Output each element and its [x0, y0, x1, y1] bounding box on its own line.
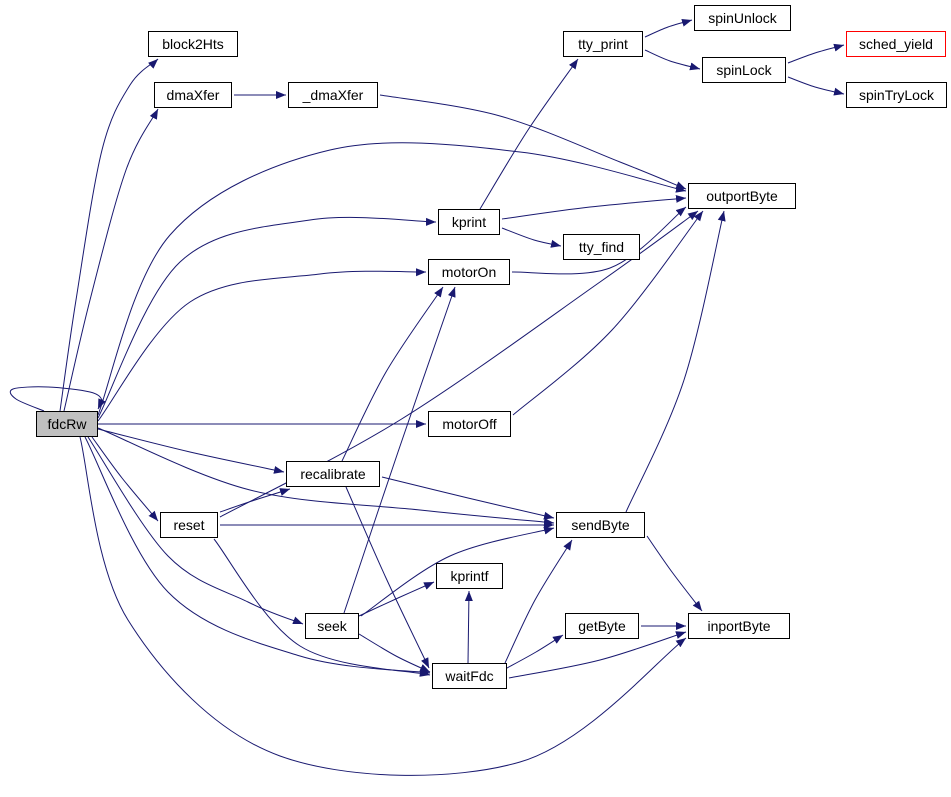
edge-reset-to-recalibrate	[219, 488, 291, 513]
edge-motorOn-to-outportByte	[511, 206, 687, 275]
node-tty_find[interactable]: tty_find	[563, 234, 640, 260]
edge-fdcRw-to-inportByte	[79, 436, 687, 776]
node-kprint[interactable]: kprint	[438, 209, 500, 235]
edge-waitFdc-to-kprintf	[464, 590, 473, 664]
node-recalibrate[interactable]: recalibrate	[286, 461, 380, 487]
edge-fdcRw-to-block2Hts	[59, 58, 159, 412]
edge-recalibrate-to-sendByte	[381, 476, 555, 520]
node-sched_yield[interactable]: sched_yield	[846, 31, 946, 57]
edge-seek-to-kprintf	[358, 581, 435, 617]
edge-fdcRw-to-recalibrate	[97, 428, 285, 474]
edge-waitFdc-to-sendByte	[504, 539, 573, 664]
edge-fdcRw-to-waitFdc	[84, 436, 431, 676]
edge-fdcRw-to-reset	[91, 436, 159, 522]
edge-fdcRw-to-sendByte	[97, 427, 555, 527]
edge-motorOff-to-outportByte	[512, 210, 704, 416]
node-motorOff[interactable]: motorOff	[428, 411, 511, 437]
node-reset[interactable]: reset	[160, 512, 218, 538]
edge-kprint-to-tty_print	[479, 58, 579, 210]
node-inportByte[interactable]: inportByte	[688, 613, 790, 639]
node-spinLock[interactable]: spinLock	[702, 57, 786, 83]
edge-fdcRw-to-kprint	[97, 216, 437, 419]
edge-sendByte-to-inportByte	[646, 535, 703, 612]
node-kprintf[interactable]: kprintf	[436, 563, 503, 589]
edge-fdcRw-to-seek	[87, 436, 304, 625]
edge-reset-to-waitFdc	[213, 538, 431, 677]
node-seek[interactable]: seek	[305, 613, 359, 639]
edge-fdcRw-to-motorOn	[97, 268, 427, 422]
edge-waitFdc-to-inportByte	[508, 631, 687, 679]
node-dmaXfer[interactable]: dmaXfer	[154, 82, 232, 108]
node-_dmaXfer[interactable]: _dmaXfer	[288, 82, 378, 108]
edge-kprint-to-tty_find	[501, 227, 562, 248]
edge-fdcRw-to-dmaXfer	[63, 108, 159, 412]
edge-tty_print-to-spinLock	[644, 49, 701, 71]
edges-group	[9, 18, 845, 776]
edge-spinLock-to-spinTryLock	[787, 76, 845, 96]
edge-fdcRw-to-outportByte	[97, 142, 687, 416]
edge-recalibrate-to-waitFdc	[345, 486, 430, 669]
node-tty_print[interactable]: tty_print	[563, 31, 643, 57]
node-sendByte[interactable]: sendByte	[556, 512, 645, 538]
edge-seek-to-waitFdc	[358, 633, 431, 673]
node-spinTryLock[interactable]: spinTryLock	[846, 82, 947, 108]
node-fdcRw: fdcRw	[36, 411, 98, 437]
edge-_dmaXfer-to-outportByte	[379, 94, 687, 190]
node-getByte[interactable]: getByte	[565, 613, 639, 639]
edge-tty_print-to-spinUnlock	[644, 18, 693, 38]
node-outportByte[interactable]: outportByte	[688, 183, 796, 209]
edge-seek-to-sendByte	[360, 526, 555, 617]
edge-kprint-to-outportByte	[501, 194, 687, 220]
edge-fdcRw-to-fdcRw	[9, 386, 106, 412]
node-waitFdc[interactable]: waitFdc	[432, 663, 507, 689]
edge-spinLock-to-sched_yield	[787, 43, 845, 64]
edge-seek-to-motorOn	[343, 286, 456, 614]
node-spinUnlock[interactable]: spinUnlock	[694, 5, 791, 31]
node-motorOn[interactable]: motorOn	[428, 259, 510, 285]
edge-recalibrate-to-motorOn	[341, 286, 444, 462]
edge-sendByte-to-outportByte	[625, 210, 726, 513]
edge-waitFdc-to-getByte	[506, 634, 564, 669]
node-block2Hts[interactable]: block2Hts	[148, 31, 238, 57]
